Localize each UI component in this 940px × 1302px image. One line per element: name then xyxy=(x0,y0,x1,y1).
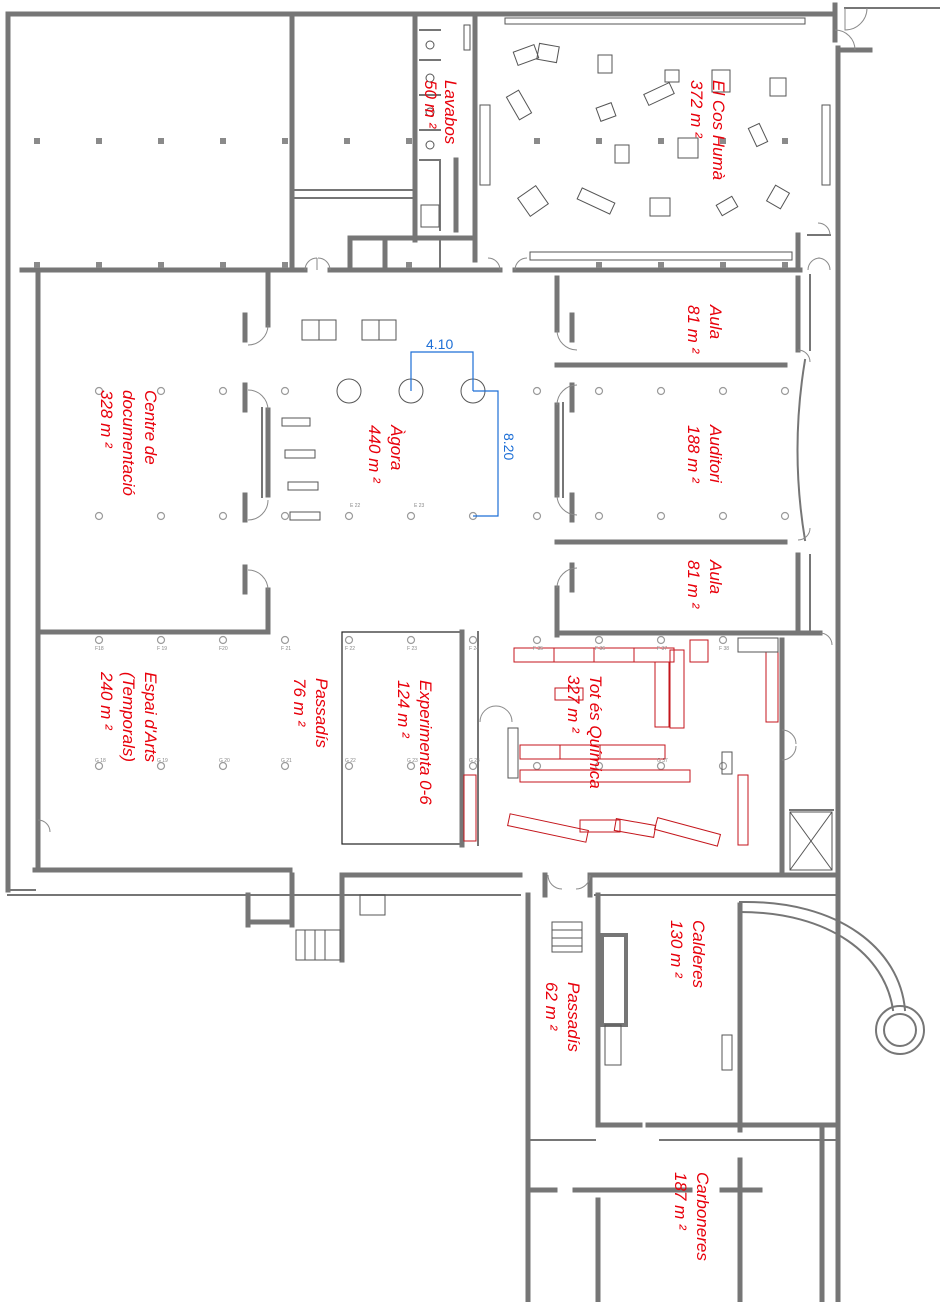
svg-text:F 37: F 37 xyxy=(657,646,667,652)
room-name: Aula xyxy=(706,559,725,594)
room-area: 327 m ² xyxy=(564,675,583,734)
room-area: 440 m ² xyxy=(365,425,384,484)
columns xyxy=(34,138,790,771)
room-area: 328 m ² xyxy=(97,390,116,449)
room-agora: Àgora 440 m ² xyxy=(365,424,406,484)
room-name: Carboneres xyxy=(693,1172,712,1261)
room-auditori: Auditori 188 m ² xyxy=(684,424,725,484)
doors xyxy=(247,7,868,890)
width-dimension: 4.10 xyxy=(426,336,453,352)
room-aula-1: Aula 81 m ² xyxy=(684,304,725,355)
room-passadis-1: Passadís 76 m ² xyxy=(290,678,331,748)
room-carboneres: Carboneres 187 m ² xyxy=(671,1172,712,1261)
svg-text:E 22: E 22 xyxy=(350,503,361,509)
room-name: Aula xyxy=(706,304,725,339)
agora-furniture xyxy=(281,319,486,521)
svg-text:F 22: F 22 xyxy=(345,646,355,652)
room-passadis-2: Passadís 62 m ² xyxy=(542,982,583,1052)
room-name: Tot és Química xyxy=(586,675,605,789)
svg-text:F 35: F 35 xyxy=(533,646,543,652)
svg-text:G 23: G 23 xyxy=(407,758,418,764)
room-name: Auditori xyxy=(706,424,725,484)
room-name-line-1: Espai d'Arts xyxy=(141,672,160,763)
room-name: Experimenta 0-6 xyxy=(416,680,435,805)
svg-text:F 36: F 36 xyxy=(595,646,605,652)
top-band-walls xyxy=(19,15,831,273)
dimension-markers: 4.10 8.20 xyxy=(410,336,517,517)
main-walls xyxy=(35,269,834,873)
exhibit-pieces xyxy=(505,42,791,218)
lab-furniture xyxy=(463,637,779,847)
lower-walls xyxy=(245,872,925,1302)
room-name-line-1: Centre de xyxy=(141,390,160,465)
room-labels: Lavabos 50 m ² El Cos Humà 372 m ² Centr… xyxy=(97,80,728,1261)
room-area: 62 m ² xyxy=(542,982,561,1032)
room-name: Lavabos xyxy=(441,80,460,145)
height-dimension-line xyxy=(473,390,499,517)
room-name-line-2: (Temporals) xyxy=(119,672,138,762)
svg-text:G 21: G 21 xyxy=(281,758,292,764)
room-experimenta: Experimenta 0-6 124 m ² xyxy=(394,680,435,805)
room-espai-arts: Espai d'Arts (Temporals) 240 m ² xyxy=(97,671,160,763)
room-area: 188 m ² xyxy=(684,425,703,484)
room-area: 372 m ² xyxy=(687,80,706,139)
column-codes: E 22 E 23 F18 F 19 F20 F 21 F 22 F 23 F … xyxy=(95,503,729,764)
svg-text:G 22: G 22 xyxy=(345,758,356,764)
room-name: Àgora xyxy=(387,424,406,470)
svg-text:F 24: F 24 xyxy=(469,646,479,652)
room-area: 81 m ² xyxy=(684,305,703,355)
svg-text:F18: F18 xyxy=(95,646,104,652)
room-area: 124 m ² xyxy=(394,680,413,739)
outer-walls xyxy=(5,2,940,898)
room-area: 50 m ² xyxy=(421,80,440,130)
svg-text:E 23: E 23 xyxy=(414,503,425,509)
room-name: Calderes xyxy=(689,920,708,989)
width-dimension-line xyxy=(410,351,474,391)
svg-text:F 38: F 38 xyxy=(719,646,729,652)
room-name: Passadís xyxy=(564,982,583,1052)
svg-text:G 37: G 37 xyxy=(657,758,668,764)
room-cos-huma: El Cos Humà 372 m ² xyxy=(687,80,728,180)
room-name-line-2: documentació xyxy=(119,390,138,496)
room-area: 187 m ² xyxy=(671,1172,690,1231)
room-calderes: Calderes 130 m ² xyxy=(667,920,708,989)
room-name: Passadís xyxy=(312,678,331,748)
svg-text:F 19: F 19 xyxy=(157,646,167,652)
svg-text:G 18: G 18 xyxy=(95,758,106,764)
svg-text:G 20: G 20 xyxy=(219,758,230,764)
room-area: 240 m ² xyxy=(97,671,116,731)
svg-text:F20: F20 xyxy=(219,646,228,652)
room-lavabos: Lavabos 50 m ² xyxy=(421,80,460,145)
room-area: 81 m ² xyxy=(684,560,703,610)
svg-text:F 21: F 21 xyxy=(281,646,291,652)
height-dimension: 8.20 xyxy=(501,433,517,460)
svg-text:G 24: G 24 xyxy=(469,758,480,764)
room-documentacio: Centre de documentació 328 m ² xyxy=(97,390,160,496)
room-area: 76 m ² xyxy=(290,678,309,728)
room-tot-es-quimica: Tot és Química 327 m ² xyxy=(564,675,605,789)
svg-text:F 23: F 23 xyxy=(407,646,417,652)
svg-text:G 19: G 19 xyxy=(157,758,168,764)
room-name: El Cos Humà xyxy=(709,80,728,180)
room-area: 130 m ² xyxy=(667,920,686,979)
room-aula-2: Aula 81 m ² xyxy=(684,559,725,610)
